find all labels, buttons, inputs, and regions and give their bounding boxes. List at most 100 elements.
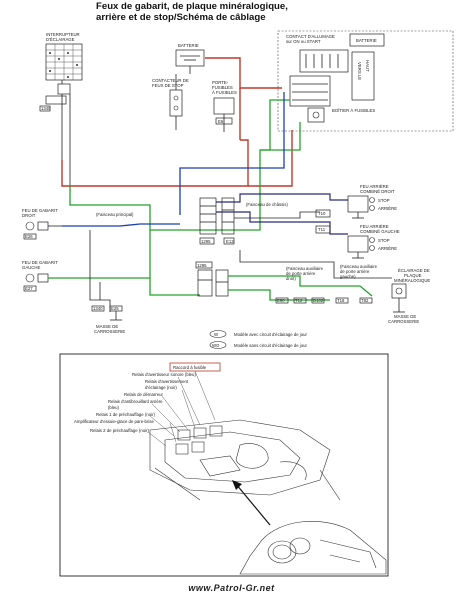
- page-title: Feux de gabarit, de plaque minéralogique…: [96, 1, 356, 23]
- inset-label-3: Relais de démarreur: [124, 392, 163, 397]
- svg-text:1340: 1340: [41, 106, 51, 111]
- contacteur-stop-label-1: CONTACTEUR DE: [152, 78, 189, 83]
- contact-allumage: CONTACT D'ALLUMAGE sur ON ou START BATTE…: [277, 30, 454, 132]
- footer-watermark: www.Patrol-Gr.net: [188, 583, 275, 593]
- svg-text:E26: E26: [25, 234, 33, 239]
- svg-text:T18: T18: [337, 298, 345, 303]
- inset-callout: Raccord à fusible: [173, 365, 207, 370]
- faisceau-porte-droit-label-3: droit): [286, 276, 296, 281]
- arriere-label-gauche: ARRIÈRE: [378, 246, 397, 251]
- inset-label-2: d'éclairage (noir): [145, 385, 177, 390]
- masse-right-label-2: CARROSSERIE: [388, 319, 419, 324]
- faisceau-porte-gauche-label-1: (Faisceau auxiliaire: [340, 264, 378, 269]
- batterie-right-label: BATTERIE: [356, 38, 377, 43]
- svg-text:E12: E12: [226, 239, 234, 244]
- legend: W Modèle avec circuit d'éclairage de jou…: [209, 330, 308, 349]
- eclairage-plaque-label-1: ÉCLAIRAGE DE: [398, 268, 430, 273]
- feu-gabarit-droit: FEU DE GABARIT DROIT E26: [22, 208, 62, 240]
- legend-text-wo: Modèle sans circuit d'éclairage de jour: [234, 343, 308, 348]
- arriere-label-droit: ARRIÈRE: [378, 206, 397, 211]
- faisceau-porte-gauche-label-2: de porte arrière: [340, 269, 370, 274]
- feu-arriere-combine-gauche: FEU ARRIÈRE COMBINÉ GAUCHE STOP ARRIÈRE: [347, 224, 400, 259]
- eclairage-plaque-label-2: PLAQUE: [404, 273, 422, 278]
- svg-text:E25: E25: [111, 306, 119, 311]
- porte-fusibles: PORTE- FUSIBLES À FUSIBLES E6: [212, 80, 237, 132]
- eclairage-plaque-label-3: MINÉRALOGIQUE: [394, 278, 430, 283]
- faisceau-principal-label: (Faisceau principal): [96, 212, 134, 217]
- wire-blue-main: [179, 92, 285, 215]
- porte-fusibles-label-2: FUSIBLES: [212, 85, 233, 90]
- svg-text:T12: T12: [295, 298, 303, 303]
- masse-left-label-2: CARROSSERIE: [94, 329, 125, 334]
- svg-text:E90: E90: [277, 298, 285, 303]
- feu-arriere-droit-label-2: COMBINÉ DROIT: [360, 189, 395, 194]
- interrupteur-grid: [46, 44, 82, 80]
- feu-gabarit-droit-label-1: FEU DE GABARIT: [22, 208, 58, 213]
- feu-gabarit-gauche-label-2: GAUCHE: [22, 265, 41, 270]
- svg-text:E27: E27: [25, 286, 33, 291]
- porte-fusibles-label-1: PORTE-: [212, 80, 229, 85]
- svg-text:1295: 1295: [197, 263, 207, 268]
- feu-gabarit-gauche: FEU DE GABARIT GAUCHE E27: [22, 260, 58, 292]
- inset-label-4: Relais d'antibrouillard arrière: [108, 399, 163, 404]
- svg-text:1340: 1340: [93, 306, 103, 311]
- svg-text:VERS LE: VERS LE: [357, 62, 362, 80]
- masse-right-label-1: MASSE DE: [394, 314, 416, 319]
- wire-navy-to-feu-droit: [216, 193, 348, 203]
- inset-label-6: Relais 1 de préchauffage (noir): [96, 412, 155, 417]
- interrupteur-eclairage: INTERRUPTEUR D'ÉCLAIRAGE 1340: [39, 32, 83, 185]
- batterie-left-label: BATTERIE: [178, 43, 199, 48]
- masse-left-label-1: MASSE DE: [96, 324, 118, 329]
- wire-red-main-loop: [61, 139, 249, 187]
- contacteur-feux-stop: CONTACTEUR DE FEUX DE STOP: [152, 74, 189, 130]
- feu-gabarit-droit-label-2: DROIT: [22, 213, 36, 218]
- wire-green-lower-right: [228, 275, 373, 297]
- wire-green-main: [69, 122, 301, 231]
- wire-navy-to-feu-gauche: [216, 211, 348, 235]
- connector-block-center: 1295 E12: [199, 197, 235, 245]
- stop-label-gauche: STOP: [378, 238, 390, 243]
- inset-label-5: (bleu): [108, 405, 120, 410]
- faisceau-porte-gauche-label-3: gauche): [340, 274, 356, 279]
- stop-label-droit: STOP: [378, 198, 390, 203]
- svg-text:D102: D102: [313, 298, 324, 303]
- legend-text-w: Modèle avec circuit d'éclairage de jour: [234, 332, 308, 337]
- contact-allumage-label-1: CONTACT D'ALLUMAGE: [286, 34, 335, 39]
- svg-text:1295: 1295: [201, 239, 211, 244]
- contact-allumage-label-2: sur ON ou START: [286, 39, 321, 44]
- svg-text:E6: E6: [218, 119, 224, 124]
- contacteur-stop-label-2: FEUX DE STOP: [152, 83, 184, 88]
- inset-label-7: Amplificateur d'essuie-glace de pare-bri…: [74, 419, 154, 424]
- feu-arriere-droit-label-1: FEU ARRIÈRE: [360, 184, 389, 189]
- interrupteur-label-2: D'ÉCLAIRAGE: [46, 37, 75, 42]
- batterie-left: BATTERIE: [175, 43, 205, 74]
- faisceau-porte-droit-label-2: de porte arrière: [286, 271, 316, 276]
- legend-code-w: W: [214, 332, 219, 337]
- wire-blue-gabarit-droit: [62, 223, 180, 227]
- feu-arriere-gauche-label-2: COMBINÉ GAUCHE: [360, 229, 400, 234]
- svg-text:T11: T11: [318, 227, 326, 232]
- title-line-1: Feux de gabarit, de plaque minéralogique…: [96, 1, 288, 12]
- inset-label-0: Relais d'avertisseur sonore (bleu): [132, 372, 196, 377]
- inset-engine-diagram: Raccord à fusible Relais d'avertisseur s…: [59, 353, 389, 577]
- svg-text:T10: T10: [318, 211, 326, 216]
- connector-row-bottom: E90 T12 D102 T18 T82: [275, 297, 373, 304]
- boitier-fusibles-label: BOÎTIER À FUSIBLES: [332, 108, 375, 113]
- inset-label-8: Relais 2 de préchauffage (noir): [90, 428, 149, 433]
- inset-label-1: Relais d'avertissement: [145, 379, 189, 384]
- interrupteur-label-1: INTERRUPTEUR: [46, 32, 80, 37]
- faisceau-porte-droit-label-1: (Faisceau auxiliaire: [286, 266, 324, 271]
- feu-gabarit-gauche-label-1: FEU DE GABARIT: [22, 260, 58, 265]
- legend-code-wo: WO: [212, 343, 220, 348]
- faisceau-chassis-label: (Faisceau de châssis): [246, 202, 288, 207]
- svg-text:T82: T82: [361, 298, 369, 303]
- title-line-2: arrière et de stop/Schéma de câblage: [96, 11, 266, 23]
- feu-arriere-combine-droit: FEU ARRIÈRE COMBINÉ DROIT STOP ARRIÈRE: [347, 184, 397, 219]
- wire-red-batterie: [205, 57, 282, 89]
- feu-arriere-gauche-label-1: FEU ARRIÈRE: [360, 224, 389, 229]
- connector-block-lower: 1295: [195, 261, 229, 297]
- porte-fusibles-label-3: À FUSIBLES: [212, 90, 237, 95]
- eclairage-plaque-mineralogique: ÉCLAIRAGE DE PLAQUE MINÉRALOGIQUE MASSE …: [388, 268, 430, 324]
- svg-text:HAUT: HAUT: [365, 60, 370, 72]
